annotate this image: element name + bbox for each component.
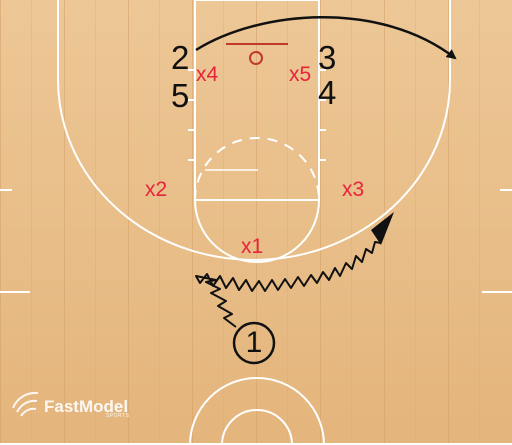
dribble-arrowhead <box>371 212 394 245</box>
cut-arrow <box>195 16 457 60</box>
defender-x2: x2 <box>145 178 168 201</box>
player-5: 5 <box>171 77 190 114</box>
player-1: 1 <box>245 326 263 359</box>
player-2: 2 <box>171 39 190 76</box>
free-throw-arc <box>194 199 320 263</box>
ball-handler-circle <box>232 321 276 365</box>
brand-name: FastModel <box>44 397 129 416</box>
free-throw-arc-dashed <box>194 137 320 201</box>
brand: FastModel SPORTS <box>44 397 129 419</box>
player-3: 3 <box>318 39 337 76</box>
fastmodel-logo-icon <box>12 391 39 417</box>
center-circle-inner <box>221 409 293 445</box>
player-4: 4 <box>318 74 337 111</box>
center-circle <box>189 377 325 445</box>
defender-x3: x3 <box>342 178 365 201</box>
defender-x4: x4 <box>196 63 219 86</box>
defender-x5: x5 <box>289 63 312 86</box>
three-point-line <box>57 0 451 261</box>
rim <box>249 51 263 65</box>
dribble-path <box>195 241 382 328</box>
brand-sub: SPORTS <box>106 413 130 419</box>
defender-x1: x1 <box>241 235 264 258</box>
